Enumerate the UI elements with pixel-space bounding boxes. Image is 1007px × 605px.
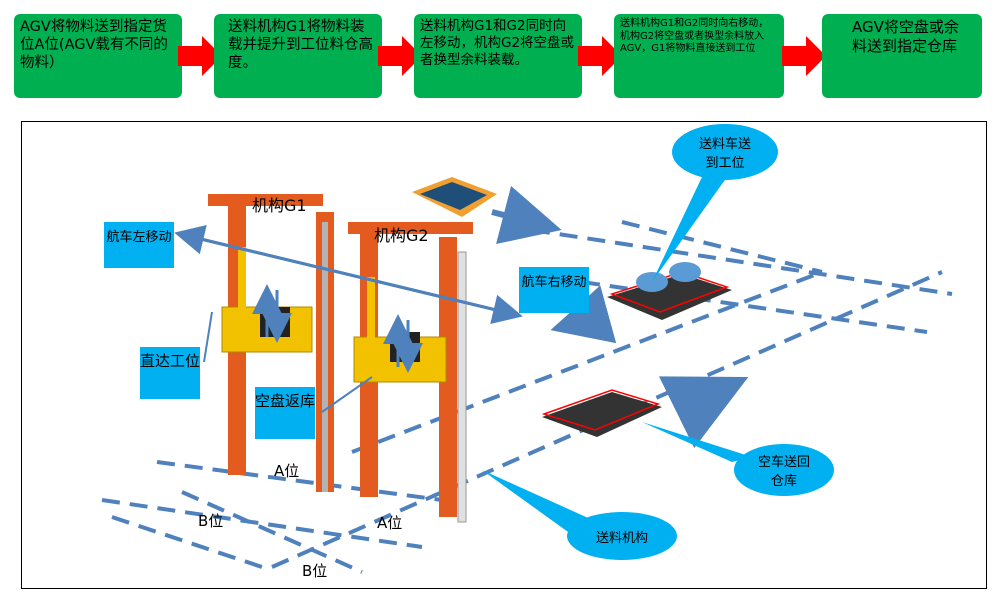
diagram-graphics	[101, 177, 953, 574]
empty-car-return-bubble: 空车送回仓库	[734, 444, 834, 496]
arrow-right-icon	[782, 36, 826, 76]
b-position-label-2: B位	[302, 562, 328, 580]
agv-cart-2	[541, 389, 662, 437]
arrow-right-icon	[578, 36, 622, 76]
step-1: AGV将物料送到指定货位A位(AGV载有不同的物料）	[14, 14, 182, 98]
step-5: AGV将空盘或余料送到指定仓库	[822, 14, 982, 98]
crane-right-label: 航车右移动	[519, 267, 589, 313]
feed-car-bubble: 送料车送到工位	[672, 124, 778, 180]
step-1-text: AGV将物料送到指定货位A位(AGV载有不同的物料）	[20, 19, 168, 72]
diagram-panel: 机构G1 机构G2 航车左移动 航车右移动 直达工位 空盘返库 A位 A位 B位…	[21, 121, 987, 589]
mech-g1-label: 机构G1	[252, 196, 307, 215]
step-2: 送料机构G1将物料装载并提升到工位料仓高度。	[214, 14, 382, 98]
arrow-right-icon	[178, 36, 222, 76]
feed-mechanism-bubble: 送料机构	[567, 512, 677, 560]
tower-g2	[348, 222, 473, 523]
empty-tray-return-label: 空盘返库	[255, 387, 315, 439]
direct-station-label: 直达工位	[140, 347, 200, 399]
step-4-text: 送料机构G1和G2同时向右移动，机构G2将空盘或者换型余料放入AGV，G1将物料…	[620, 18, 769, 54]
crane-left-label: 航车左移动	[104, 222, 174, 268]
a-position-label-1: A位	[274, 462, 300, 480]
b-position-label-1: B位	[198, 512, 224, 530]
tower-g1	[208, 194, 334, 492]
step-2-text: 送料机构G1将物料装载并提升到工位料仓高度。	[228, 19, 373, 72]
step-3-text: 送料机构G1和G2同时向左移动，机构G2将空盘或者换型余料装载。	[420, 18, 575, 68]
step-3: 送料机构G1和G2同时向左移动，机构G2将空盘或者换型余料装载。	[414, 14, 582, 98]
step-5-text: AGV将空盘或余料送到指定仓库	[852, 18, 959, 55]
mech-g2-label: 机构G2	[374, 226, 429, 245]
agv-small	[412, 177, 497, 217]
a-position-label-2: A位	[377, 514, 403, 532]
step-4: 送料机构G1和G2同时向右移动，机构G2将空盘或者换型余料放入AGV，G1将物料…	[614, 14, 784, 98]
arrow-right-icon	[378, 36, 422, 76]
agv-cart-1	[607, 262, 732, 320]
